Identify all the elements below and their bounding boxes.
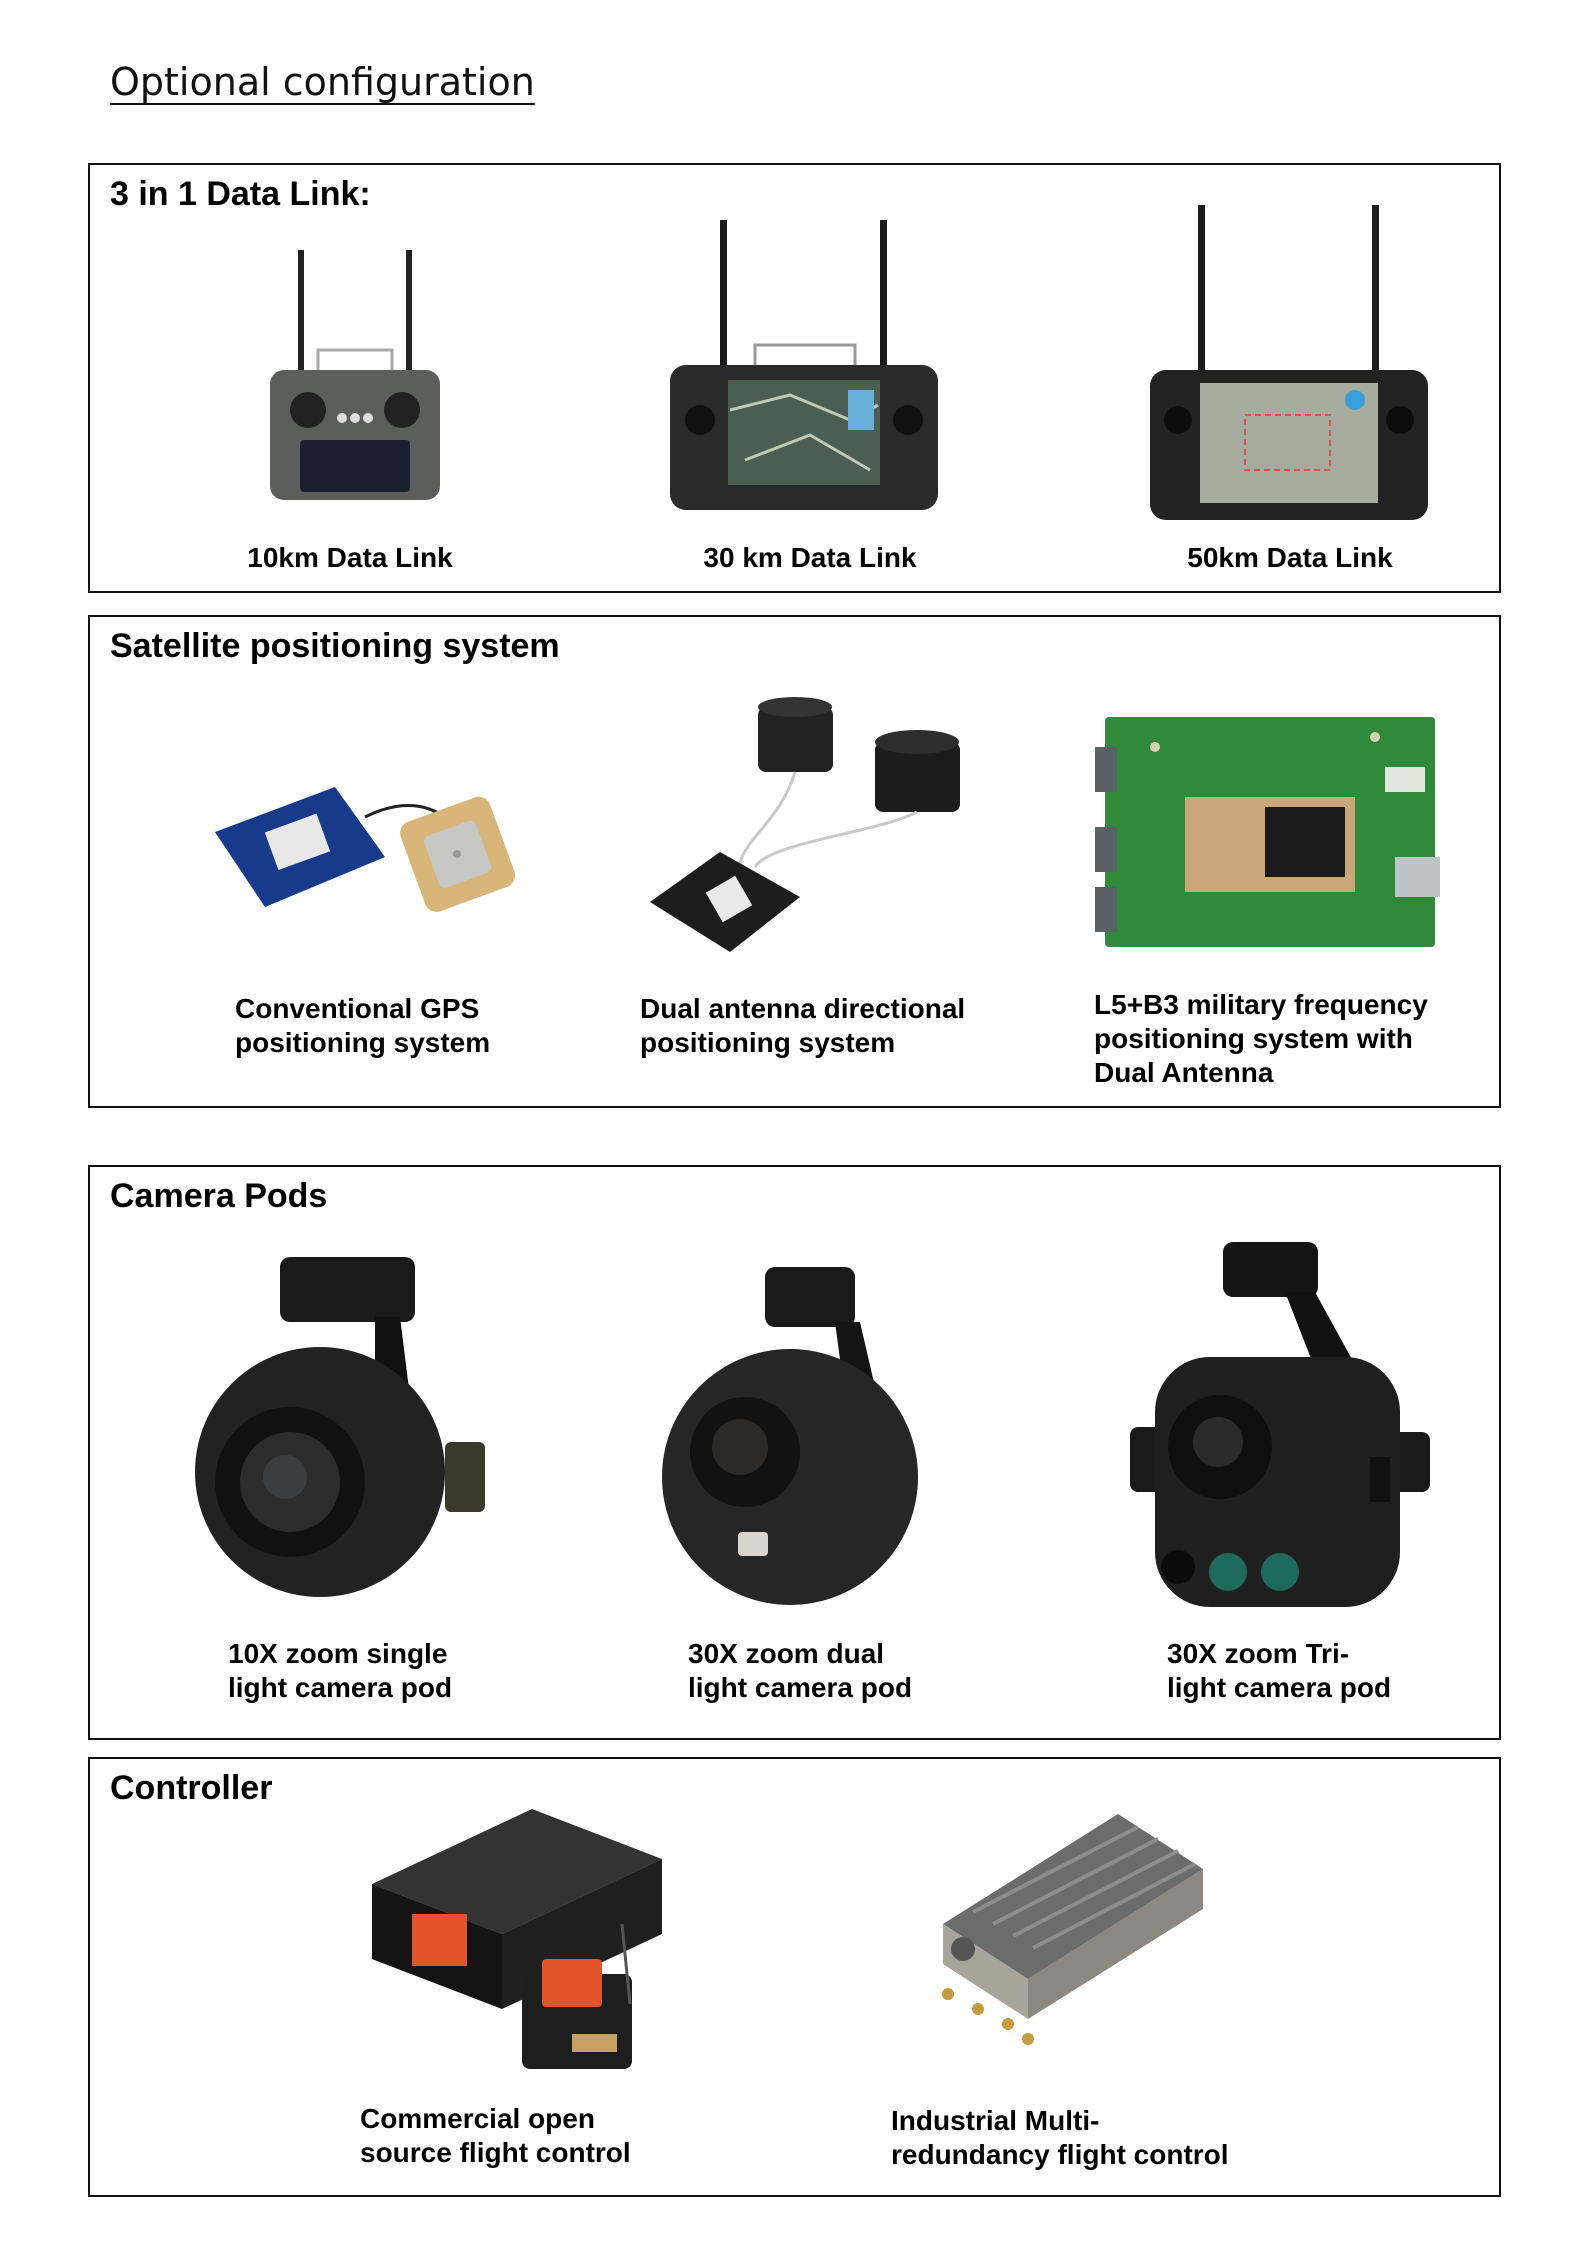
caption-50km: 50km Data Link [1187,542,1393,573]
section-camera-pods: Camera Pods 10X zoom single light camera… [88,1165,1501,1740]
section-data-link: 3 in 1 Data Link: 10km Data Link 30 km D… [88,163,1501,593]
controller-50km-image [1150,205,1430,525]
page-title: Optional configuration [110,60,535,104]
camera-pod-single-image [175,1257,495,1602]
caption-industrial: Industrial Multi- redundancy flight cont… [891,2105,1229,2170]
section-controller: Controller Commercial open source flight… [88,1757,1501,2197]
caption-tri-light: 30X zoom Tri- light camera pod [1167,1638,1392,1703]
caption-dual-light: 30X zoom dual light camera pod [688,1638,913,1703]
controller-30km-image [670,220,940,515]
section-title: Satellite positioning system [110,627,560,665]
caption-single-light: 10X zoom single light camera pod [228,1638,453,1703]
dual-antenna-image [630,692,970,972]
industrial-controller-image [933,1814,1213,2059]
section-title: Camera Pods [110,1177,328,1215]
section-title: 3 in 1 Data Link: [110,175,371,213]
caption-dual-antenna: Dual antenna directional positioning sys… [640,993,966,1058]
controller-10km-image [260,250,450,505]
camera-pod-dual-image [660,1267,930,1607]
circuit-board-image [1095,707,1455,957]
caption-gps: Conventional GPS positioning system [235,993,491,1058]
caption-open-source: Commercial open source flight control [360,2103,631,2168]
caption-military-frequency: L5+B3 military frequency positioning sys… [1094,989,1428,1088]
caption-30km: 30 km Data Link [703,542,917,573]
camera-pod-tri-image [1130,1242,1430,1612]
section-satellite-positioning: Satellite positioning system Conventiona… [88,615,1501,1108]
gps-module-image [215,777,515,932]
flight-controller-box-image [372,1809,662,2094]
section-title: Controller [110,1769,273,1807]
caption-10km: 10km Data Link [247,542,453,573]
